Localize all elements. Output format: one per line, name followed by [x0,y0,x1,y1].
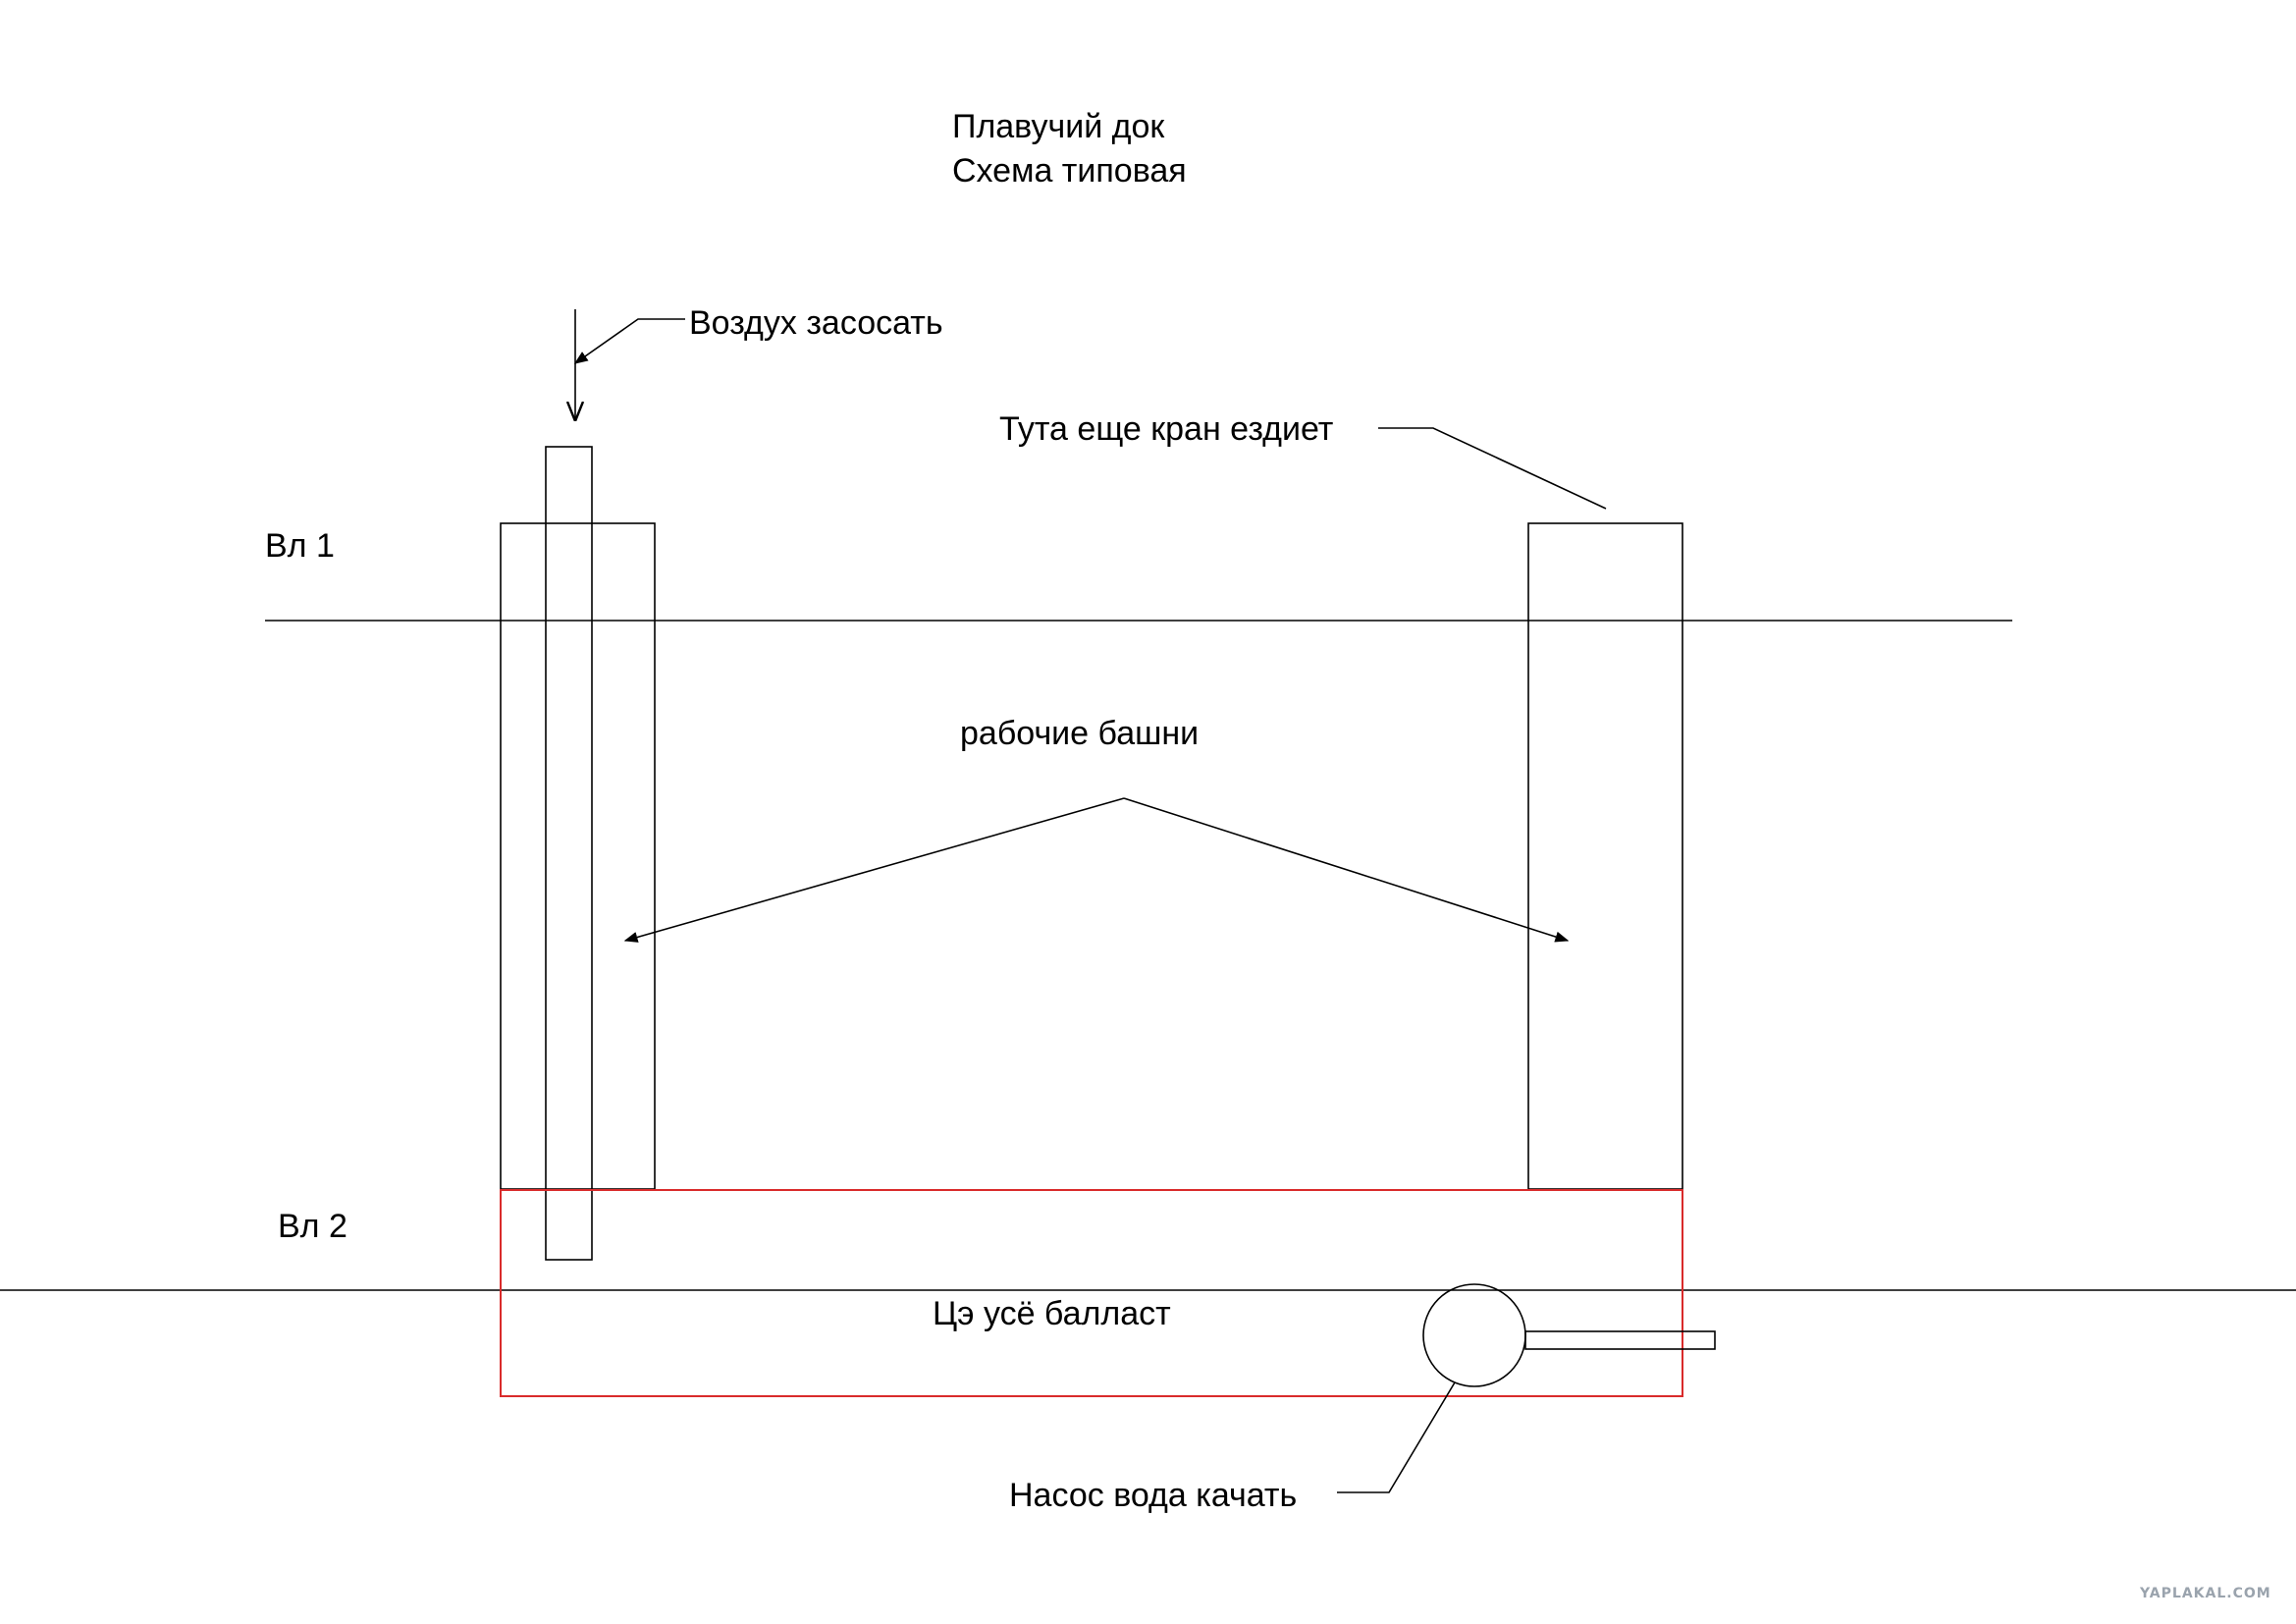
pump-circle [1422,1283,1526,1387]
right-working-tower [1527,522,1683,1190]
towers-label: рабочие башни [960,715,1199,752]
watermark-text: YAPLAKAL.COM [2139,1586,2271,1601]
air-intake-leader [573,318,685,364]
ballast-label: Цэ усё балласт [933,1295,1171,1332]
diagram-title-line2: Схема типовая [952,152,1187,189]
waterline-1-label: Вл 1 [265,527,335,565]
towers-arrow-right [1123,797,1570,943]
towers-arrow-left [623,797,1125,943]
crane-leader [1378,427,1607,510]
air-intake-label: Воздух засосать [689,304,943,342]
crane-label: Тута еще кран ездиет [999,410,1333,448]
pump-leader [1337,1381,1456,1493]
air-pipe [545,446,593,1261]
diagram-title-line1: Плавучий док [952,108,1165,145]
left-working-tower [500,522,656,1190]
ballast-tank [500,1189,1683,1397]
pump-label: Насос вода качать [1009,1477,1297,1514]
waterline-2-label: Вл 2 [278,1208,347,1245]
pump-discharge-pipe [1524,1330,1716,1350]
